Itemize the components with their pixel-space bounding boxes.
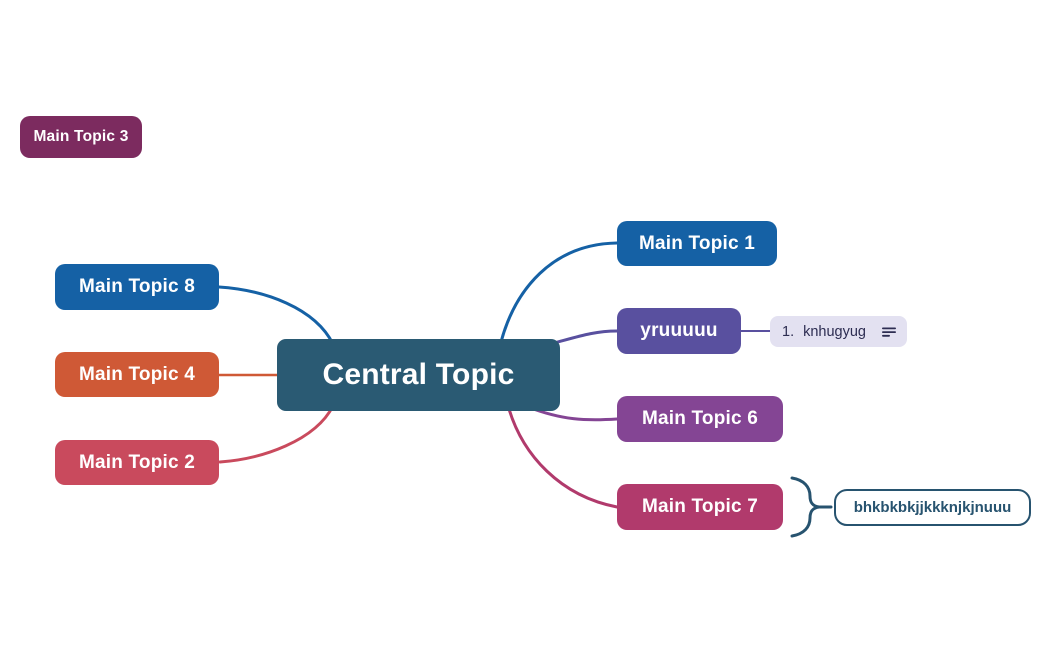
topic-yruuuuu[interactable]: yruuuuu	[617, 308, 741, 354]
connector-main-topic-8	[217, 285, 335, 346]
topic-main-topic-1[interactable]: Main Topic 1	[617, 221, 777, 266]
topic-label: Main Topic 1	[638, 232, 756, 254]
topic-main-topic-4[interactable]: Main Topic 4	[55, 352, 219, 397]
topic-main-topic-2[interactable]: Main Topic 2	[55, 440, 219, 485]
topic-label: yruuuuu	[640, 320, 718, 341]
connector-yruuuuu	[552, 329, 619, 345]
topic-label: Main Topic 7	[641, 496, 759, 517]
summary-bracket	[790, 476, 833, 538]
topic-main-topic-8[interactable]: Main Topic 8	[55, 264, 219, 310]
topic-label: Main Topic 2	[78, 451, 196, 473]
floating-topic-main-topic-3[interactable]: Main Topic 3	[20, 116, 142, 158]
connector-main-topic-1	[499, 241, 619, 344]
central-topic-label: Central Topic	[322, 358, 515, 391]
note-list-number: 1.	[782, 323, 795, 340]
numbered-note-chip[interactable]: 1. knhugyug	[770, 316, 907, 347]
topic-label: Main Topic 6	[641, 408, 759, 429]
summary-topic-box[interactable]: bhkbkbkjjkkknjkjnuuu	[834, 489, 1031, 526]
topic-label: Main Topic 3	[33, 128, 129, 145]
topic-main-topic-7[interactable]: Main Topic 7	[617, 484, 783, 530]
topic-main-topic-6[interactable]: Main Topic 6	[617, 396, 783, 442]
connector-main-topic-2	[218, 404, 335, 464]
central-topic-node[interactable]: Central Topic	[277, 339, 560, 411]
note-text: knhugyug	[803, 323, 866, 340]
connector-main-topic-7	[507, 407, 619, 509]
summary-label: bhkbkbkjjkkknjkjnuuu	[853, 499, 1012, 516]
notes-lines-icon[interactable]	[882, 326, 897, 338]
topic-label: Main Topic 8	[78, 276, 196, 297]
topic-label: Main Topic 4	[78, 363, 196, 385]
